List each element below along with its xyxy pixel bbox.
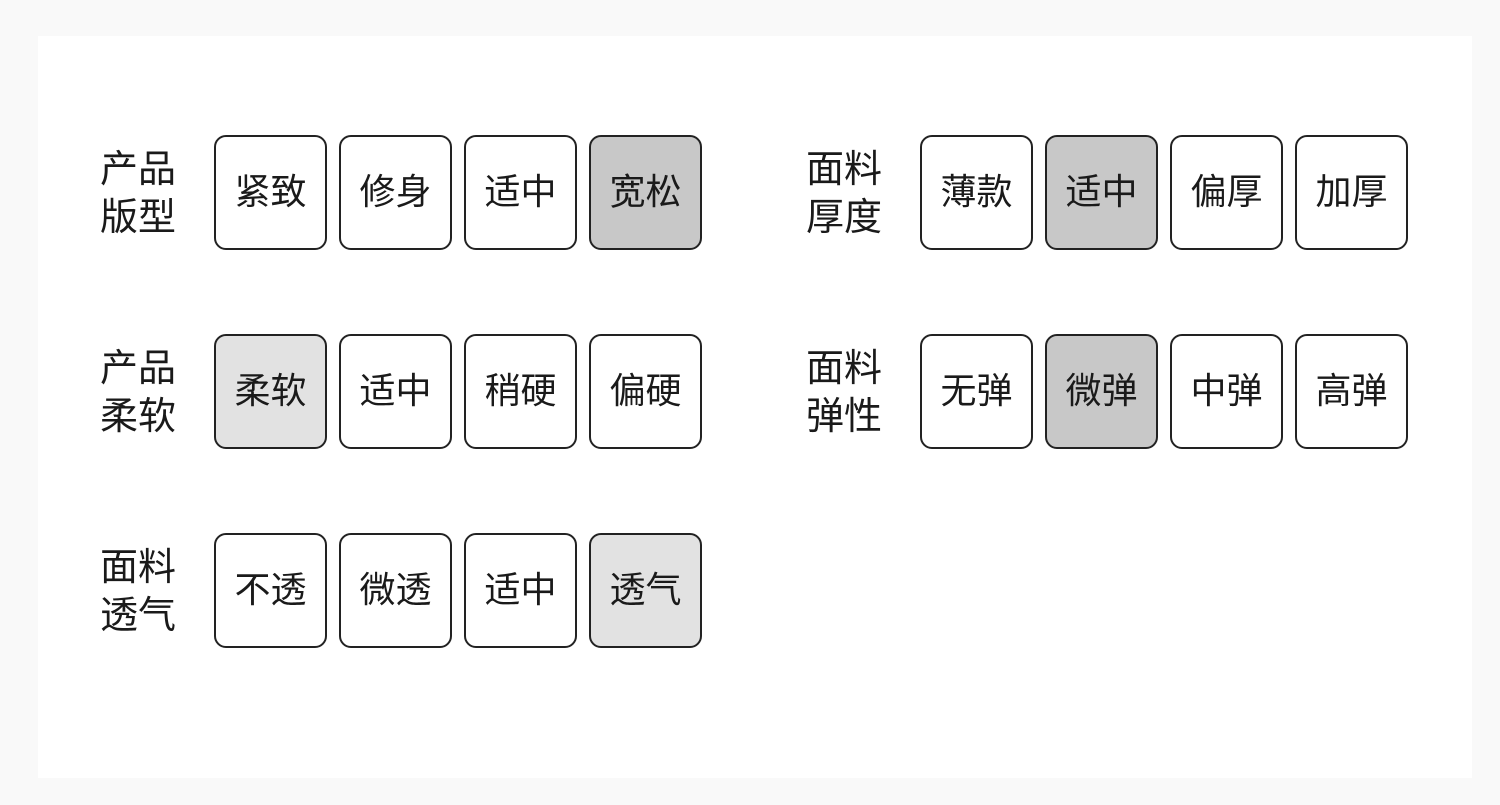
option-row-product-fit: 紧致修身适中宽松	[214, 135, 702, 250]
attribute-column-left: 产品 版型紧致修身适中宽松产品 柔软柔软适中稍硬偏硬面料 透气不透微透适中透气	[100, 135, 702, 648]
option-chip-fabric-thickness-2[interactable]: 适中	[1045, 135, 1158, 250]
option-chip-product-softness-4[interactable]: 偏硬	[589, 334, 702, 449]
attribute-group-label-product-softness: 产品 柔软	[100, 345, 177, 438]
option-chip-fabric-breathability-1[interactable]: 不透	[214, 533, 327, 648]
attribute-group-fabric-elasticity: 面料 弹性无弹微弹中弹高弹	[806, 334, 1408, 449]
attribute-selector-card: 产品 版型紧致修身适中宽松产品 柔软柔软适中稍硬偏硬面料 透气不透微透适中透气 …	[38, 36, 1472, 778]
option-row-fabric-elasticity: 无弹微弹中弹高弹	[920, 334, 1408, 449]
attribute-column-right: 面料 厚度薄款适中偏厚加厚面料 弹性无弹微弹中弹高弹	[806, 135, 1408, 449]
option-chip-fabric-thickness-4[interactable]: 加厚	[1295, 135, 1408, 250]
attribute-group-product-fit: 产品 版型紧致修身适中宽松	[100, 135, 702, 250]
option-chip-fabric-breathability-2[interactable]: 微透	[339, 533, 452, 648]
option-chip-product-fit-4[interactable]: 宽松	[589, 135, 702, 250]
option-chip-product-fit-2[interactable]: 修身	[339, 135, 452, 250]
attribute-group-label-fabric-breathability: 面料 透气	[100, 544, 177, 637]
option-row-fabric-breathability: 不透微透适中透气	[214, 533, 702, 648]
attribute-group-label-product-fit: 产品 版型	[100, 146, 177, 239]
attribute-columns: 产品 版型紧致修身适中宽松产品 柔软柔软适中稍硬偏硬面料 透气不透微透适中透气 …	[38, 36, 1472, 778]
option-chip-fabric-thickness-1[interactable]: 薄款	[920, 135, 1033, 250]
option-chip-fabric-breathability-4[interactable]: 透气	[589, 533, 702, 648]
option-chip-fabric-elasticity-1[interactable]: 无弹	[920, 334, 1033, 449]
option-row-fabric-thickness: 薄款适中偏厚加厚	[920, 135, 1408, 250]
option-chip-fabric-elasticity-4[interactable]: 高弹	[1295, 334, 1408, 449]
attribute-group-fabric-thickness: 面料 厚度薄款适中偏厚加厚	[806, 135, 1408, 250]
option-chip-fabric-elasticity-2[interactable]: 微弹	[1045, 334, 1158, 449]
option-chip-fabric-thickness-3[interactable]: 偏厚	[1170, 135, 1283, 250]
attribute-group-label-fabric-elasticity: 面料 弹性	[806, 345, 883, 438]
option-row-product-softness: 柔软适中稍硬偏硬	[214, 334, 702, 449]
attribute-group-label-fabric-thickness: 面料 厚度	[806, 146, 883, 239]
option-chip-fabric-elasticity-3[interactable]: 中弹	[1170, 334, 1283, 449]
attribute-group-fabric-breathability: 面料 透气不透微透适中透气	[100, 533, 702, 648]
option-chip-product-softness-3[interactable]: 稍硬	[464, 334, 577, 449]
option-chip-product-softness-2[interactable]: 适中	[339, 334, 452, 449]
attribute-group-product-softness: 产品 柔软柔软适中稍硬偏硬	[100, 334, 702, 449]
option-chip-product-fit-1[interactable]: 紧致	[214, 135, 327, 250]
option-chip-fabric-breathability-3[interactable]: 适中	[464, 533, 577, 648]
option-chip-product-softness-1[interactable]: 柔软	[214, 334, 327, 449]
option-chip-product-fit-3[interactable]: 适中	[464, 135, 577, 250]
